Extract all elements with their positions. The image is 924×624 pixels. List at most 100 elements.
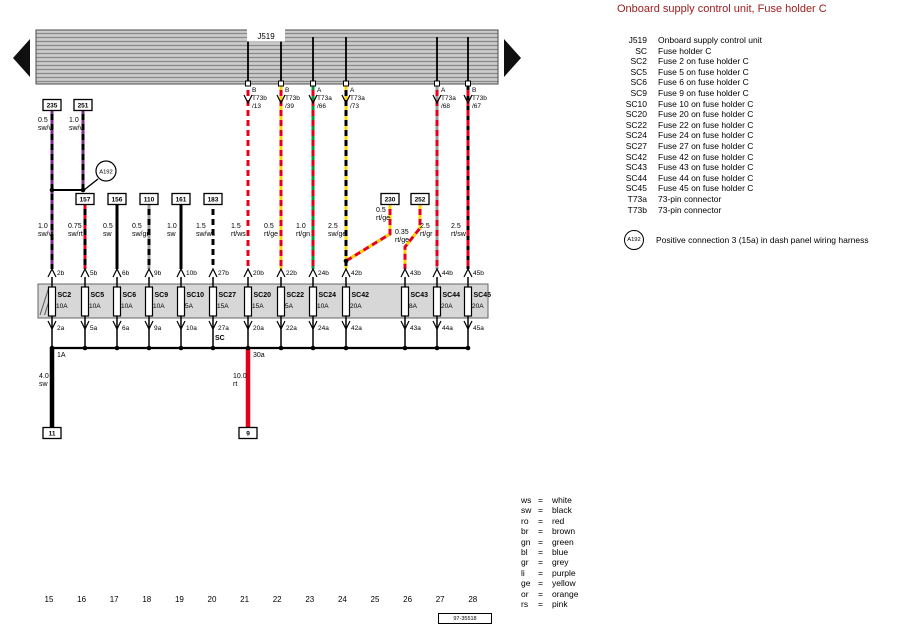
page-title: Onboard supply control unit, Fuse holder…	[617, 3, 827, 15]
junction-dot	[465, 345, 471, 351]
fuse-symbol-SC44	[432, 286, 442, 317]
ref-box-9[interactable]	[238, 426, 258, 440]
fuse-name: SC42	[352, 292, 370, 299]
fuse-symbol-SC43	[400, 286, 410, 317]
pin-letter: A	[350, 87, 355, 94]
fuse-name: SC43	[411, 292, 429, 299]
terminal-label-top: 6b	[122, 270, 130, 277]
prev-page-arrow[interactable]	[13, 39, 30, 77]
wire-color-label: sw/vi	[69, 125, 85, 132]
ref-box-230[interactable]	[380, 192, 400, 206]
connector-arrow	[243, 94, 253, 105]
wire-color-label: rt/gr	[420, 231, 433, 238]
terminal-label-bottom: 45a	[473, 325, 484, 332]
terminal-label-bottom: 24a	[318, 325, 329, 332]
next-page-arrow[interactable]	[504, 39, 521, 77]
equals-sign: =	[538, 547, 543, 558]
fuse-symbol-SC42	[341, 286, 351, 317]
connector-name: T73a	[350, 95, 365, 102]
ref-box-252[interactable]	[410, 192, 430, 206]
pin-square	[310, 80, 316, 87]
connector-pin-number: /39	[285, 103, 294, 110]
legend-desc: Fuse 27 on fuse holder C	[658, 140, 754, 151]
equals-sign: =	[538, 557, 543, 568]
ref-box-251[interactable]	[73, 98, 93, 112]
terminal-arrow-bottom	[80, 320, 90, 331]
ref-box-235[interactable]	[42, 98, 62, 112]
fuse-name: SC22	[287, 292, 305, 299]
legend-row: SC9 Fuse 9 on fuse holder C	[617, 88, 762, 99]
terminal-label-bottom: 2a	[57, 325, 65, 332]
grid-number: 19	[175, 595, 184, 604]
legend-desc: Fuse 6 on fuse holder C	[658, 77, 749, 88]
ref-box-157[interactable]	[75, 192, 95, 206]
grid-number: 20	[208, 595, 217, 604]
legend-code: SC5	[630, 66, 647, 77]
color-name: red	[552, 515, 565, 526]
grid-number: 17	[110, 595, 119, 604]
connector-arrow	[341, 94, 351, 105]
fuse-name: SC27	[219, 292, 237, 299]
terminal-arrow-top	[112, 267, 122, 278]
wire-color-label: rt/ge	[376, 215, 390, 222]
ref-box-label: 11	[49, 431, 56, 438]
fuse-amp-rating: 15A	[252, 303, 264, 310]
ref-box-label: 110	[144, 197, 155, 204]
ref-box-183[interactable]	[203, 192, 223, 206]
terminal-label-bottom: 27a	[218, 325, 229, 332]
terminal-arrow-top	[176, 267, 186, 278]
wire-gauge-label: 1.0	[38, 223, 48, 230]
wire-color-label: sw/ge	[328, 231, 346, 238]
color-name: grey	[552, 557, 569, 568]
ref-box-11[interactable]	[42, 426, 62, 440]
terminal-label-top: 10b	[186, 270, 197, 277]
terminal-label-top: 24b	[318, 270, 329, 277]
color-abbr: or	[521, 588, 529, 599]
terminal-arrow-bottom	[463, 320, 473, 331]
legend-desc: Fuse 5 on fuse holder C	[658, 66, 749, 77]
wire-color-label: sw/rt	[68, 231, 83, 238]
color-name: pink	[552, 599, 568, 610]
ref-box-156[interactable]	[107, 192, 127, 206]
terminal-arrow-bottom	[47, 320, 57, 331]
fuse-symbol-SC5	[80, 286, 90, 317]
terminal-arrow-bottom	[308, 320, 318, 331]
terminal-arrow-top	[432, 267, 442, 278]
grid-number: 24	[338, 595, 347, 604]
ref-box-label: 9	[246, 431, 250, 438]
grid-number: 21	[240, 595, 249, 604]
terminal-arrow-bottom	[112, 320, 122, 331]
color-abbr: gr	[521, 557, 529, 568]
legend-desc: Fuse holder C	[658, 45, 712, 56]
terminal-label-top: 44b	[442, 270, 453, 277]
legend-code: SC45	[625, 183, 647, 194]
pin-letter: A	[317, 87, 322, 94]
legend-desc: Fuse 42 on fuse holder C	[658, 151, 754, 162]
color-name: purple	[552, 567, 576, 578]
color-key-row: ws = white	[521, 495, 578, 505]
legend-row: SC2 Fuse 2 on fuse holder C	[617, 56, 762, 67]
ref-box-110[interactable]	[139, 192, 159, 206]
ref-box-label: 183	[208, 197, 219, 204]
legend-code: SC24	[625, 130, 647, 141]
wire-gauge-label: 1.0	[167, 223, 177, 230]
junction-dot	[114, 345, 120, 351]
fuse-amp-rating: 10A	[317, 303, 329, 310]
wire-gauge-label: 0.5	[132, 223, 142, 230]
wire-gauge-label: 0.5	[376, 207, 386, 214]
pin-square	[278, 80, 284, 87]
wire-gauge-label: 1.0	[296, 223, 306, 230]
ref-box-161[interactable]	[171, 192, 191, 206]
equals-sign: =	[538, 495, 543, 505]
wire-gauge-label: 2.5	[420, 223, 430, 230]
ref-box-label: 230	[385, 197, 396, 204]
grid-number: 23	[305, 595, 314, 604]
connector-arrow	[432, 94, 442, 105]
equals-sign: =	[538, 526, 543, 537]
pin-letter: B	[252, 87, 256, 94]
ref-box-label: 156	[112, 197, 123, 204]
fuse-amp-rating: 10A	[56, 303, 68, 310]
color-key-row: rs = pink	[521, 599, 578, 609]
terminal-label-bottom: 10a	[186, 325, 197, 332]
terminal-label-bottom: 44a	[442, 325, 453, 332]
